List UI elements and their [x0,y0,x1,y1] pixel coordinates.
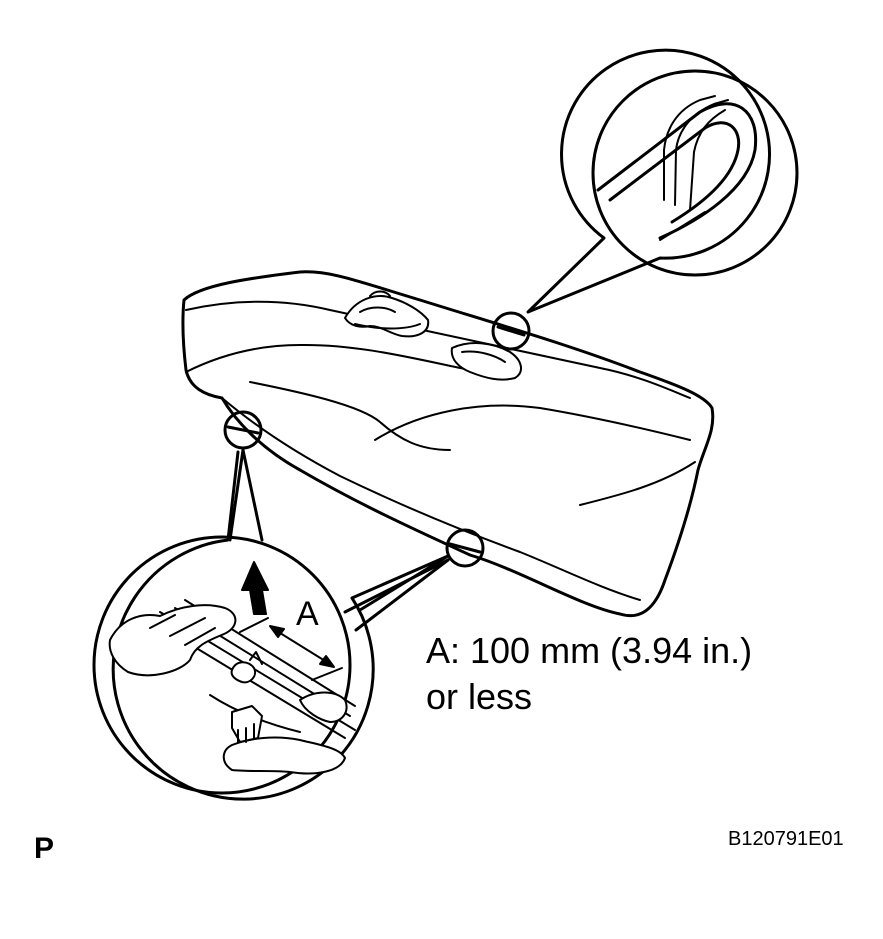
dimension-line-a [272,628,330,664]
seat-cushion [183,272,713,616]
cushion-bottom-edge [222,398,640,600]
extension-line-1 [240,618,268,632]
hand-lower [224,738,345,774]
pull-up-arrow [242,562,268,614]
dimension-arrow-start [270,626,284,637]
extension-line-2 [312,668,342,680]
cushion-seam-center [250,382,450,450]
hook-rod-outer [598,104,756,238]
hook-wire-1 [664,96,715,200]
detail-bubble-bottom [94,450,448,799]
hand-upper [110,605,236,675]
hand-right [300,693,347,723]
cushion-seam-right [375,406,690,440]
locator-circle-left [225,412,261,448]
seat-belt-buckle-right [452,343,521,380]
dimension-label-a: A [296,595,319,633]
hook-wire-3 [690,110,725,210]
dimension-arrow-end [320,656,334,667]
cushion-outline [183,272,713,616]
dimension-spec: A: 100 mm (3.94 in.) or less [426,628,752,720]
spec-line-2: or less [426,676,533,717]
detail-bubble-top [528,50,797,312]
cushion-seam-left [186,345,470,372]
seat-belt-buckle-left [345,292,428,337]
spec-line-1: A: 100 mm (3.94 in.) [426,630,753,671]
hook-rod-inner [610,123,739,222]
locator-circle-top [493,313,529,349]
hog-ring [232,662,255,682]
corner-mark: P [34,832,55,865]
cushion-front-seam [580,462,695,505]
hook-wire-2 [675,100,728,205]
cushion-top-edge [186,302,690,398]
locator-circle-bottom [447,530,483,566]
figure-id: B120791E01 [728,828,844,850]
